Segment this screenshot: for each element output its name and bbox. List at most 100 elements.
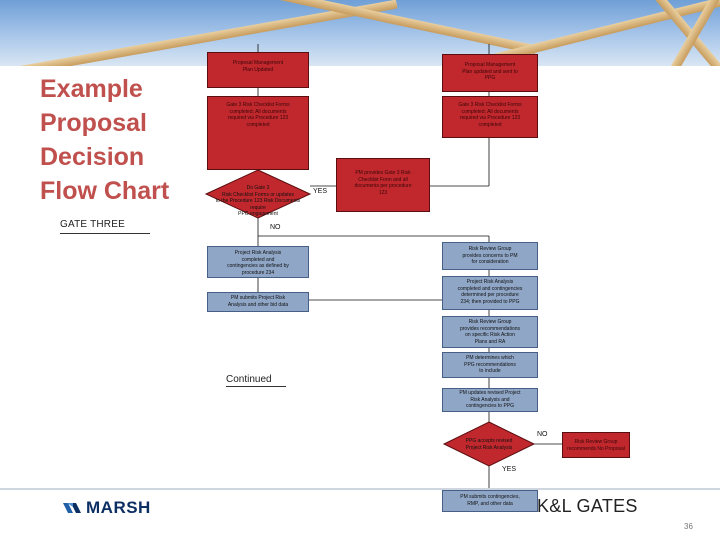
flow-text-plan-updated: Proposal Management Plan Updated xyxy=(207,60,309,73)
flow-text-line: PPG engagement xyxy=(238,211,278,217)
flow-text-line: Project Risk Analysis xyxy=(234,250,282,256)
slide-title: Example Proposal Decision Flow Chart xyxy=(40,72,200,208)
flow-box-risk-review-concerns xyxy=(442,242,538,270)
flow-text-line: PM submits contingencies, xyxy=(460,494,520,500)
flow-text-line: require xyxy=(250,204,266,211)
flow-text-line: Risk Review Group xyxy=(468,246,512,252)
flow-text-no-proposal: Risk Review Group recommends No Proposal xyxy=(562,439,630,452)
flow-text-line: completed; All documents xyxy=(229,108,287,115)
flow-text-line: Do Gate 3 xyxy=(246,185,270,191)
decision-diamond-engagement xyxy=(204,169,312,219)
continued-label: Continued xyxy=(226,374,272,385)
flow-text-line: Gate 3 Risk Checklist Forms xyxy=(226,102,290,108)
flow-box-risk-analysis-right xyxy=(442,276,538,310)
flow-text-risk-review-recommend: Risk Review Group provides recommendatio… xyxy=(442,319,538,345)
flow-text-pm-updates: PM updates revised Project Risk Analysis… xyxy=(442,390,538,410)
flow-text-line: PPG recommendations xyxy=(464,361,516,368)
yes-label: YES xyxy=(502,466,517,473)
flow-text-line: Risk Checklist Forms or updates xyxy=(222,191,294,198)
slide-title-line: Proposal xyxy=(40,109,147,137)
flow-box-checklist-completed xyxy=(207,96,309,170)
flow-text-line: Plans and RA xyxy=(474,338,506,345)
flow-text-pm-provides: PM provides Gate 3 Risk Checklist Form a… xyxy=(336,170,430,196)
flow-text-line: provides recommendations xyxy=(459,325,521,332)
flow-box-risk-analysis xyxy=(207,246,309,278)
flow-text-line: to include xyxy=(479,368,501,374)
flow-text-line: on specific Risk Action xyxy=(465,332,515,338)
flow-text-line: RMP, and other data xyxy=(467,500,513,507)
no-label: NO xyxy=(537,431,548,438)
flow-box-pm-provides xyxy=(336,158,430,212)
flow-text-line: procedure 234 xyxy=(241,269,275,276)
flow-text-plan-updated-sent: Proposal Management Plan updated and sen… xyxy=(442,62,538,82)
flow-text-line: Risk Review Group xyxy=(468,319,512,325)
flow-text-line: Proposal Management xyxy=(464,62,516,68)
flow-text-line: required via Procedure 123 xyxy=(227,115,289,121)
flow-box-plan-updated-sent xyxy=(442,54,538,92)
flow-text-line: PM provides Gate 3 Risk xyxy=(355,170,411,176)
flow-text-line: completed xyxy=(478,121,502,128)
flow-text-line: contingencies as defined by xyxy=(227,263,289,269)
flow-box-pm-submits-final xyxy=(442,490,538,512)
flow-box-plan-updated xyxy=(207,52,309,88)
flow-text-line: recommends No Proposal xyxy=(567,445,625,452)
header-banner-image xyxy=(0,0,720,66)
slide-title-line: Decision xyxy=(40,143,145,171)
footer-divider xyxy=(0,488,720,490)
marsh-logo-text: MARSH xyxy=(86,498,151,517)
flow-text-line: Checklist Form and all xyxy=(358,176,408,183)
gate-underline xyxy=(60,233,150,234)
flow-box-no-proposal xyxy=(562,432,630,458)
flow-text-line: Plan Updated xyxy=(242,66,274,73)
flow-text-line: required via Procedure 123 xyxy=(459,115,521,121)
flow-text-checklist-completed-right: Gate 3 Risk Checklist Forms completed; A… xyxy=(442,102,538,128)
flow-text-line: completed and xyxy=(241,256,275,263)
flow-text-line: Risk Review Group xyxy=(574,439,618,445)
flow-text-line: to the Procedure 123 Risk Documents xyxy=(215,198,301,204)
flow-text-line: completed; All documents xyxy=(461,108,519,115)
decision-diamond-ppg-accepts xyxy=(442,421,536,467)
flow-box-pm-determines xyxy=(442,352,538,378)
flow-text-line: provides concerns to PM xyxy=(462,252,518,259)
page-number: 36 xyxy=(684,522,693,531)
yes-label: YES xyxy=(313,188,328,195)
flow-text-line: 234; then provided to PPG xyxy=(460,298,520,305)
flow-box-pm-updates xyxy=(442,388,538,412)
flow-text-line: Proposal Management xyxy=(232,60,284,66)
flow-text-line: Project Risk Analysis xyxy=(466,279,514,285)
flow-text-line: Project Risk Analysis xyxy=(465,444,513,451)
flow-text-risk-analysis: Project Risk Analysis completed and cont… xyxy=(207,250,309,276)
flow-box-risk-review-recommend xyxy=(442,316,538,348)
gate-label: GATE THREE xyxy=(60,219,125,230)
flow-text-line: Plan updated and sent to xyxy=(462,68,518,75)
flow-text-pm-determines: PM determines which PPG recommendations … xyxy=(442,355,538,375)
flow-text-line: determined per procedure xyxy=(461,292,519,298)
klgates-logo-text: K&L GATES xyxy=(537,496,638,516)
flow-text-line: PM updates revised Project xyxy=(459,390,521,396)
flow-text-line: 123 xyxy=(378,189,388,196)
flow-text-line: PPG accepts revised xyxy=(465,438,513,444)
flow-text-line: completed and contingencies xyxy=(457,285,523,292)
flow-text-line: documents per procedure xyxy=(354,183,412,189)
flow-text-line: contingencies to PPG xyxy=(465,403,515,409)
flow-text-line: Analysis and other bid data xyxy=(227,301,289,308)
flow-text-line: Risk Analysis and xyxy=(470,396,510,403)
no-label: NO xyxy=(270,224,281,231)
flow-text-line: PM determines which xyxy=(466,355,514,361)
flow-box-checklist-completed-right xyxy=(442,96,538,138)
continued-underline xyxy=(226,386,286,387)
flow-text-pm-submits-final: PM submits contingencies, RMP, and other… xyxy=(442,494,538,507)
flow-text-line: completed xyxy=(246,121,270,128)
flow-text-risk-analysis-right: Project Risk Analysis completed and cont… xyxy=(442,279,538,305)
decision-text-engagement: Do Gate 3 Risk Checklist Forms or update… xyxy=(200,185,316,218)
flow-text-pm-submits: PM submits Project Risk Analysis and oth… xyxy=(207,295,309,308)
flow-text-line: for consideration xyxy=(471,259,509,265)
flow-text-line: PPG xyxy=(484,75,496,81)
flow-box-pm-submits xyxy=(207,292,309,312)
flow-text-checklist-completed: Gate 3 Risk Checklist Forms completed; A… xyxy=(207,102,309,128)
slide-title-line: Example xyxy=(40,75,143,103)
marsh-logo-icon xyxy=(63,503,81,513)
flow-text-line: Gate 3 Risk Checklist Forms xyxy=(458,102,522,108)
flow-text-risk-review-concerns: Risk Review Group provides concerns to P… xyxy=(442,246,538,266)
